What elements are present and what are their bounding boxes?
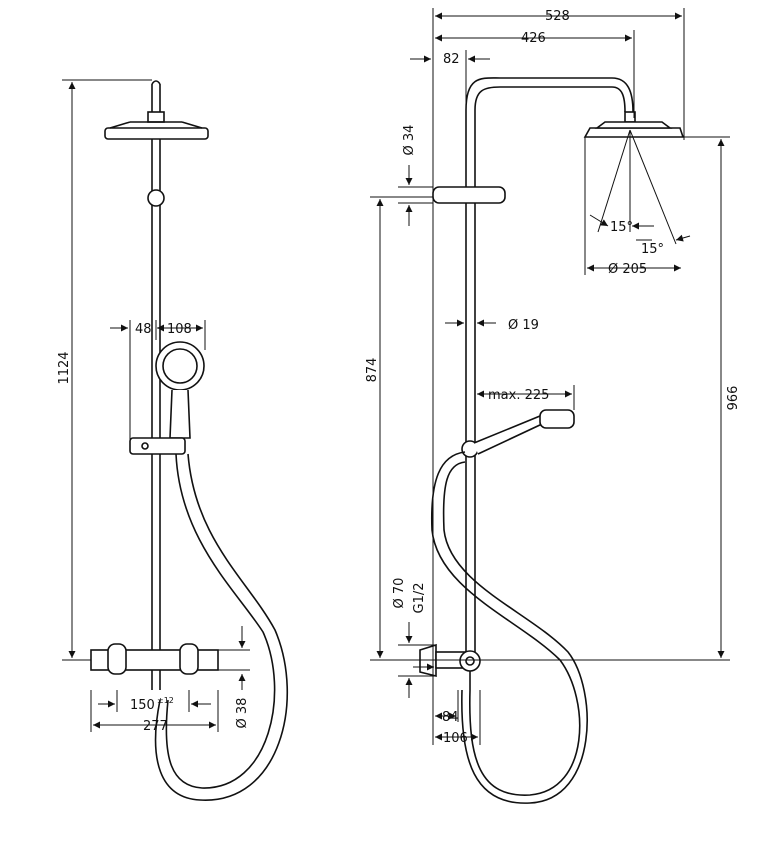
label-diameter-205: Ø 205: [608, 262, 647, 277]
side-hand-shower: [461, 409, 575, 458]
front-mixer: [90, 643, 219, 690]
side-labels: 528 426 82 Ø 34 Ø 19 874 996 15° 15° Ø 2…: [365, 9, 738, 746]
label-depth-106: 106: [443, 731, 468, 746]
label-offset-82: 82: [443, 52, 460, 67]
front-hose: [154, 453, 288, 801]
label-mixer-tolerance: ±12: [157, 696, 174, 705]
front-riser-rail: [147, 139, 165, 650]
label-diameter-38: Ø 38: [235, 698, 250, 729]
label-mixer-centers-150: 150: [130, 698, 155, 713]
label-diameter-70: Ø 70: [392, 578, 407, 609]
label-max-225: max. 225: [488, 388, 549, 403]
front-hand-shower: [129, 341, 205, 455]
label-offset-48: 48: [135, 322, 152, 337]
label-thread-g12: G1/2: [412, 583, 427, 614]
label-diameter-19: Ø 19: [508, 318, 539, 333]
front-view: [90, 80, 288, 801]
side-dimensions: [370, 8, 730, 745]
label-angle-a: 15°: [610, 220, 633, 235]
side-view: [419, 77, 685, 804]
side-hose: [430, 451, 588, 804]
label-diameter-34: Ø 34: [402, 125, 417, 156]
front-labels: 1124 48 108 150 ±12 277 Ø 38: [57, 322, 250, 734]
front-dimensions: [62, 79, 250, 732]
label-depth-84: 84: [442, 710, 459, 725]
side-overhead-shower: [583, 121, 685, 138]
label-width-108: 108: [167, 322, 192, 337]
side-riser-arm: [432, 77, 636, 660]
label-angle-b: 15°: [641, 242, 664, 257]
label-projection-426: 426: [521, 31, 546, 46]
label-mixer-width-277: 277: [143, 719, 168, 734]
label-projection-528: 528: [545, 9, 570, 24]
label-height-874: 874: [365, 358, 380, 383]
label-height-1124: 1124: [57, 351, 72, 384]
label-height-996: 996: [723, 386, 738, 411]
front-overhead-shower: [104, 80, 209, 140]
